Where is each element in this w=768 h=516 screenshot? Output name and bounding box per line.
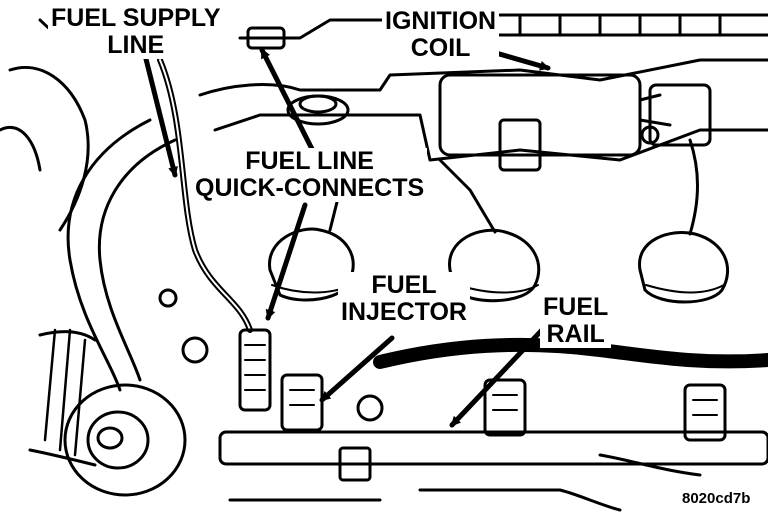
- injector-2: [483, 378, 527, 437]
- label-quick-connects-l2: QUICK-CONNECTS: [195, 174, 425, 202]
- figure-code: 8020cd7b: [680, 490, 753, 507]
- arrow-supply-line: [142, 52, 178, 178]
- label-fuel-supply-line-l2: LINE: [107, 31, 165, 59]
- plug-boot-3: [638, 231, 730, 304]
- plug-boot-1: [268, 227, 355, 302]
- label-fuel-rail-l2: RAIL: [546, 320, 605, 348]
- label-quick-connects-l1: FUEL LINE: [245, 147, 374, 175]
- label-fuel-line-quick-connects: FUEL LINE QUICK-CONNECTS: [192, 147, 428, 202]
- label-fuel-supply-line: FUEL SUPPLY LINE: [48, 5, 224, 59]
- label-fuel-supply-line-l1: FUEL SUPPLY: [51, 4, 221, 32]
- label-ignition-coil-l2: COIL: [410, 34, 471, 62]
- plug-boot-2: [448, 228, 541, 303]
- label-fuel-rail-l1: FUEL: [543, 293, 609, 321]
- label-fuel-rail: FUEL RAIL: [540, 293, 612, 348]
- fuel-rail-tube: [218, 430, 768, 466]
- filler-cap: [63, 383, 187, 497]
- intake-hose: [66, 118, 152, 392]
- label-fuel-injector-l1: FUEL: [371, 271, 437, 299]
- arrow-qc-upper: [259, 47, 318, 158]
- injector-3: [683, 383, 727, 442]
- label-fuel-injector-l2: INJECTOR: [341, 298, 467, 326]
- label-ignition-coil-l1: IGNITION: [385, 7, 497, 35]
- arrow-fuel-rail: [449, 327, 545, 428]
- label-fuel-injector: FUEL INJECTOR: [338, 272, 470, 326]
- injector-1: [280, 373, 324, 432]
- arrow-qc-lower: [265, 202, 308, 321]
- arrow-fuel-injector: [319, 335, 395, 403]
- label-ignition-coil: IGNITION COIL: [382, 7, 500, 62]
